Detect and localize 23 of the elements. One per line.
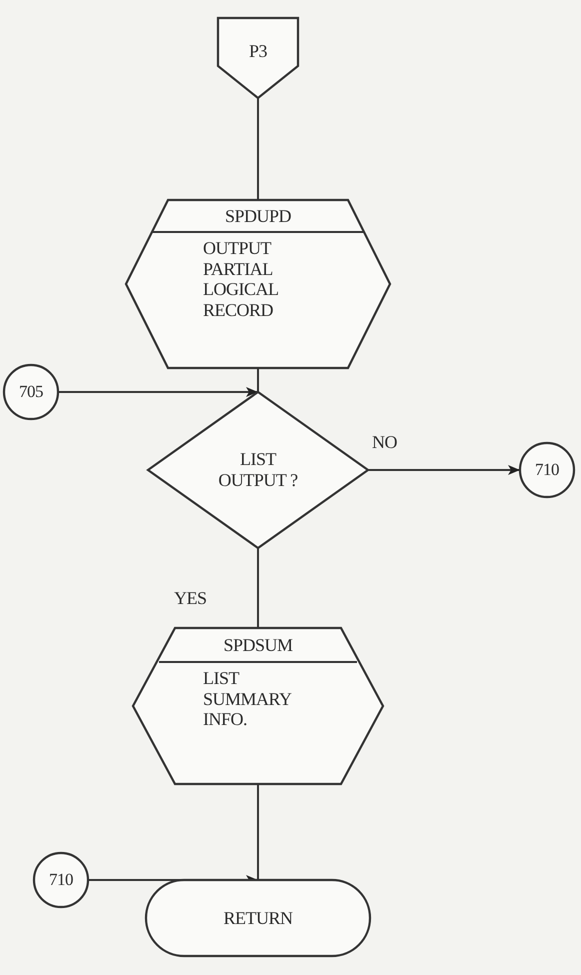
off-page-connector [218, 18, 298, 98]
flow-line [257, 98, 259, 200]
predefined-process-hexagon [126, 200, 390, 368]
flow-arrow [58, 387, 258, 397]
module-name: SPDUPD [224, 204, 292, 228]
predefined-process-hexagon [133, 628, 383, 784]
decision-diamond [148, 392, 368, 548]
module-name: SPDSUM [223, 634, 293, 656]
flow-line [257, 368, 259, 392]
flow-line [257, 548, 259, 628]
flow-line [257, 784, 259, 880]
connector-number: 705 [19, 382, 43, 402]
connector-number: 710 [535, 460, 559, 480]
process-text: LIST SUMMARY INFO. [203, 668, 292, 730]
connector-circle [4, 365, 58, 419]
node-text: P3 [248, 40, 267, 62]
connector-circle [520, 443, 574, 497]
decision-text: LIST OUTPUT ? [218, 449, 298, 491]
flow-arrow [368, 465, 520, 475]
node-text: RETURN [224, 908, 292, 928]
process-text: OUTPUT PARTIAL LOGICAL RECORD [203, 238, 279, 321]
connector-number: 710 [49, 870, 73, 890]
connector-circle [34, 853, 88, 907]
